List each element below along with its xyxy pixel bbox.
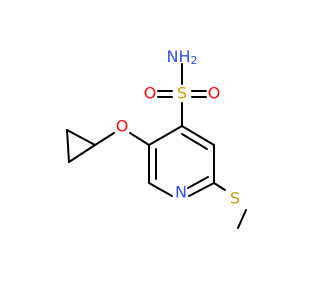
molecule-structure: NH2 S O O O N S <box>66 46 247 229</box>
ring-n-label: N <box>175 183 187 202</box>
sulfonyl-o-right-label: O <box>208 84 221 103</box>
bond-thioether-s-methyl <box>237 209 247 229</box>
bond-ring-c3-c4 <box>181 125 215 146</box>
atom-sulfonamide-n: NH2 <box>167 47 198 68</box>
bond-ring-c4-c5 <box>148 125 183 146</box>
sulfonamide-nh-label: NH2 <box>167 47 198 68</box>
sulfonamide-nh-subscript: 2 <box>191 54 198 67</box>
bond-ether-o-cyclopropyl <box>94 132 115 146</box>
bond-cyclopropyl-a <box>66 129 96 146</box>
sulfonyl-o-left-label: O <box>144 84 157 103</box>
sulfonyl-s-label: S <box>177 84 187 103</box>
bond-ring-c3-c4-inner <box>181 133 208 150</box>
bond-cyclopropyl-b <box>66 129 70 163</box>
bond-c5-ether-o <box>129 132 150 146</box>
bond-ring-n-c2 <box>188 182 215 197</box>
bond-ring-c6-n <box>148 182 173 197</box>
ether-o-label: O <box>116 117 129 136</box>
sulfonamide-nh-text: NH <box>167 47 191 66</box>
thioether-s-label: S <box>230 189 240 208</box>
bond-ring-n-c2-inner <box>187 176 209 189</box>
bond-cyclopropyl-c <box>68 144 96 163</box>
bond-c2-thioether-s <box>213 182 226 191</box>
